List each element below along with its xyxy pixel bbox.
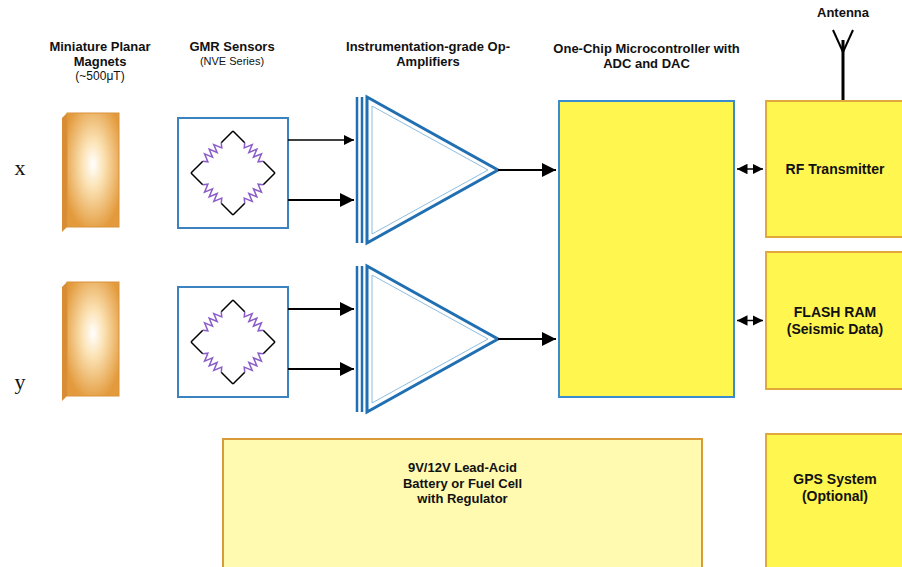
bridge-lead: [221, 203, 233, 215]
bridge-lead: [263, 173, 275, 185]
bridge-lead: [221, 131, 233, 143]
resistor-symbol: [203, 143, 222, 162]
resistor-symbol: [244, 184, 263, 203]
bridge-lead: [233, 300, 245, 312]
planar-magnet: [62, 282, 119, 401]
op-amp-triangle: [367, 266, 498, 412]
antenna-label: Antenna: [803, 6, 883, 21]
op-amp-symbol: [357, 97, 498, 243]
gmr-sensor-box: [178, 118, 288, 228]
output-wire: [498, 169, 556, 171]
op-amp-bar: [361, 266, 364, 412]
bridge-lead: [233, 203, 245, 215]
signal-wire: [288, 308, 354, 310]
column-heading: Miniature Planar Magnets: [35, 40, 165, 70]
planar-magnet: [62, 113, 119, 232]
bridge-lead: [263, 161, 275, 173]
bridge-lead: [221, 300, 233, 312]
gmr-bridge: [191, 131, 275, 384]
axis-label: x: [5, 155, 35, 180]
resistor-symbol: [203, 184, 222, 203]
op-amp-inner: [372, 275, 488, 403]
op-amp-inner: [372, 106, 488, 234]
bridge-lead: [191, 161, 203, 173]
signal-wire: [288, 368, 354, 370]
op-amp-symbol: [357, 266, 498, 412]
antenna-arm: [843, 30, 853, 52]
bridge-lead: [233, 131, 245, 143]
gps-box: GPS System (Optional): [765, 433, 902, 567]
op-amp-triangle: [367, 97, 498, 243]
column-subheading: (~500μT): [50, 70, 150, 84]
bridge-lead: [263, 330, 275, 342]
op-amp-bar: [361, 97, 364, 243]
antenna-arm: [833, 30, 843, 52]
axis-label: y: [5, 369, 35, 394]
op-amp-bar: [356, 97, 359, 243]
bridge-lead: [191, 173, 203, 185]
magnet-face: [67, 113, 119, 227]
gmr-sensor-box: [178, 287, 288, 397]
resistor-symbol: [203, 353, 222, 372]
box-label: GPS System (Optional): [785, 471, 885, 505]
column-subheading: (NVE Series): [177, 55, 287, 68]
antenna-symbol: [833, 30, 853, 100]
bridge-lead: [233, 372, 245, 384]
resistor-symbol: [244, 353, 263, 372]
column-heading: Instrumentation-grade Op-Amplifiers: [341, 40, 516, 70]
power-supply-box: 9V/12V Lead-Acid Battery or Fuel Cell wi…: [222, 438, 703, 567]
memory-box: FLASH RAM (Seismic Data): [765, 251, 902, 390]
magnet-side: [62, 282, 67, 401]
op-amp-bar: [356, 266, 359, 412]
data-link-arrow: [737, 320, 763, 322]
resistor-symbol: [244, 143, 263, 162]
resistor-symbol: [244, 312, 263, 331]
magnet-face: [67, 282, 119, 396]
data-link-arrow: [737, 168, 763, 170]
magnet-side: [62, 113, 67, 232]
box-label: 9V/12V Lead-Acid Battery or Fuel Cell wi…: [393, 460, 533, 507]
bridge-lead: [263, 342, 275, 354]
transmitter-box: RF Transmitter: [765, 100, 902, 238]
output-wire: [498, 338, 556, 340]
column-heading: GMR Sensors: [172, 40, 292, 55]
signal-wire: [288, 199, 354, 201]
bridge-lead: [191, 342, 203, 354]
microcontroller-box: One-Chip Microcontroller with ADC and DA…: [558, 100, 735, 398]
box-label: RF Transmitter: [786, 161, 885, 178]
signal-wire: [288, 139, 354, 141]
bridge-lead: [221, 372, 233, 384]
box-heading: One-Chip Microcontroller with ADC and DA…: [542, 42, 752, 72]
bridge-lead: [191, 330, 203, 342]
box-label: FLASH RAM (Seismic Data): [775, 304, 895, 338]
resistor-symbol: [203, 312, 222, 331]
